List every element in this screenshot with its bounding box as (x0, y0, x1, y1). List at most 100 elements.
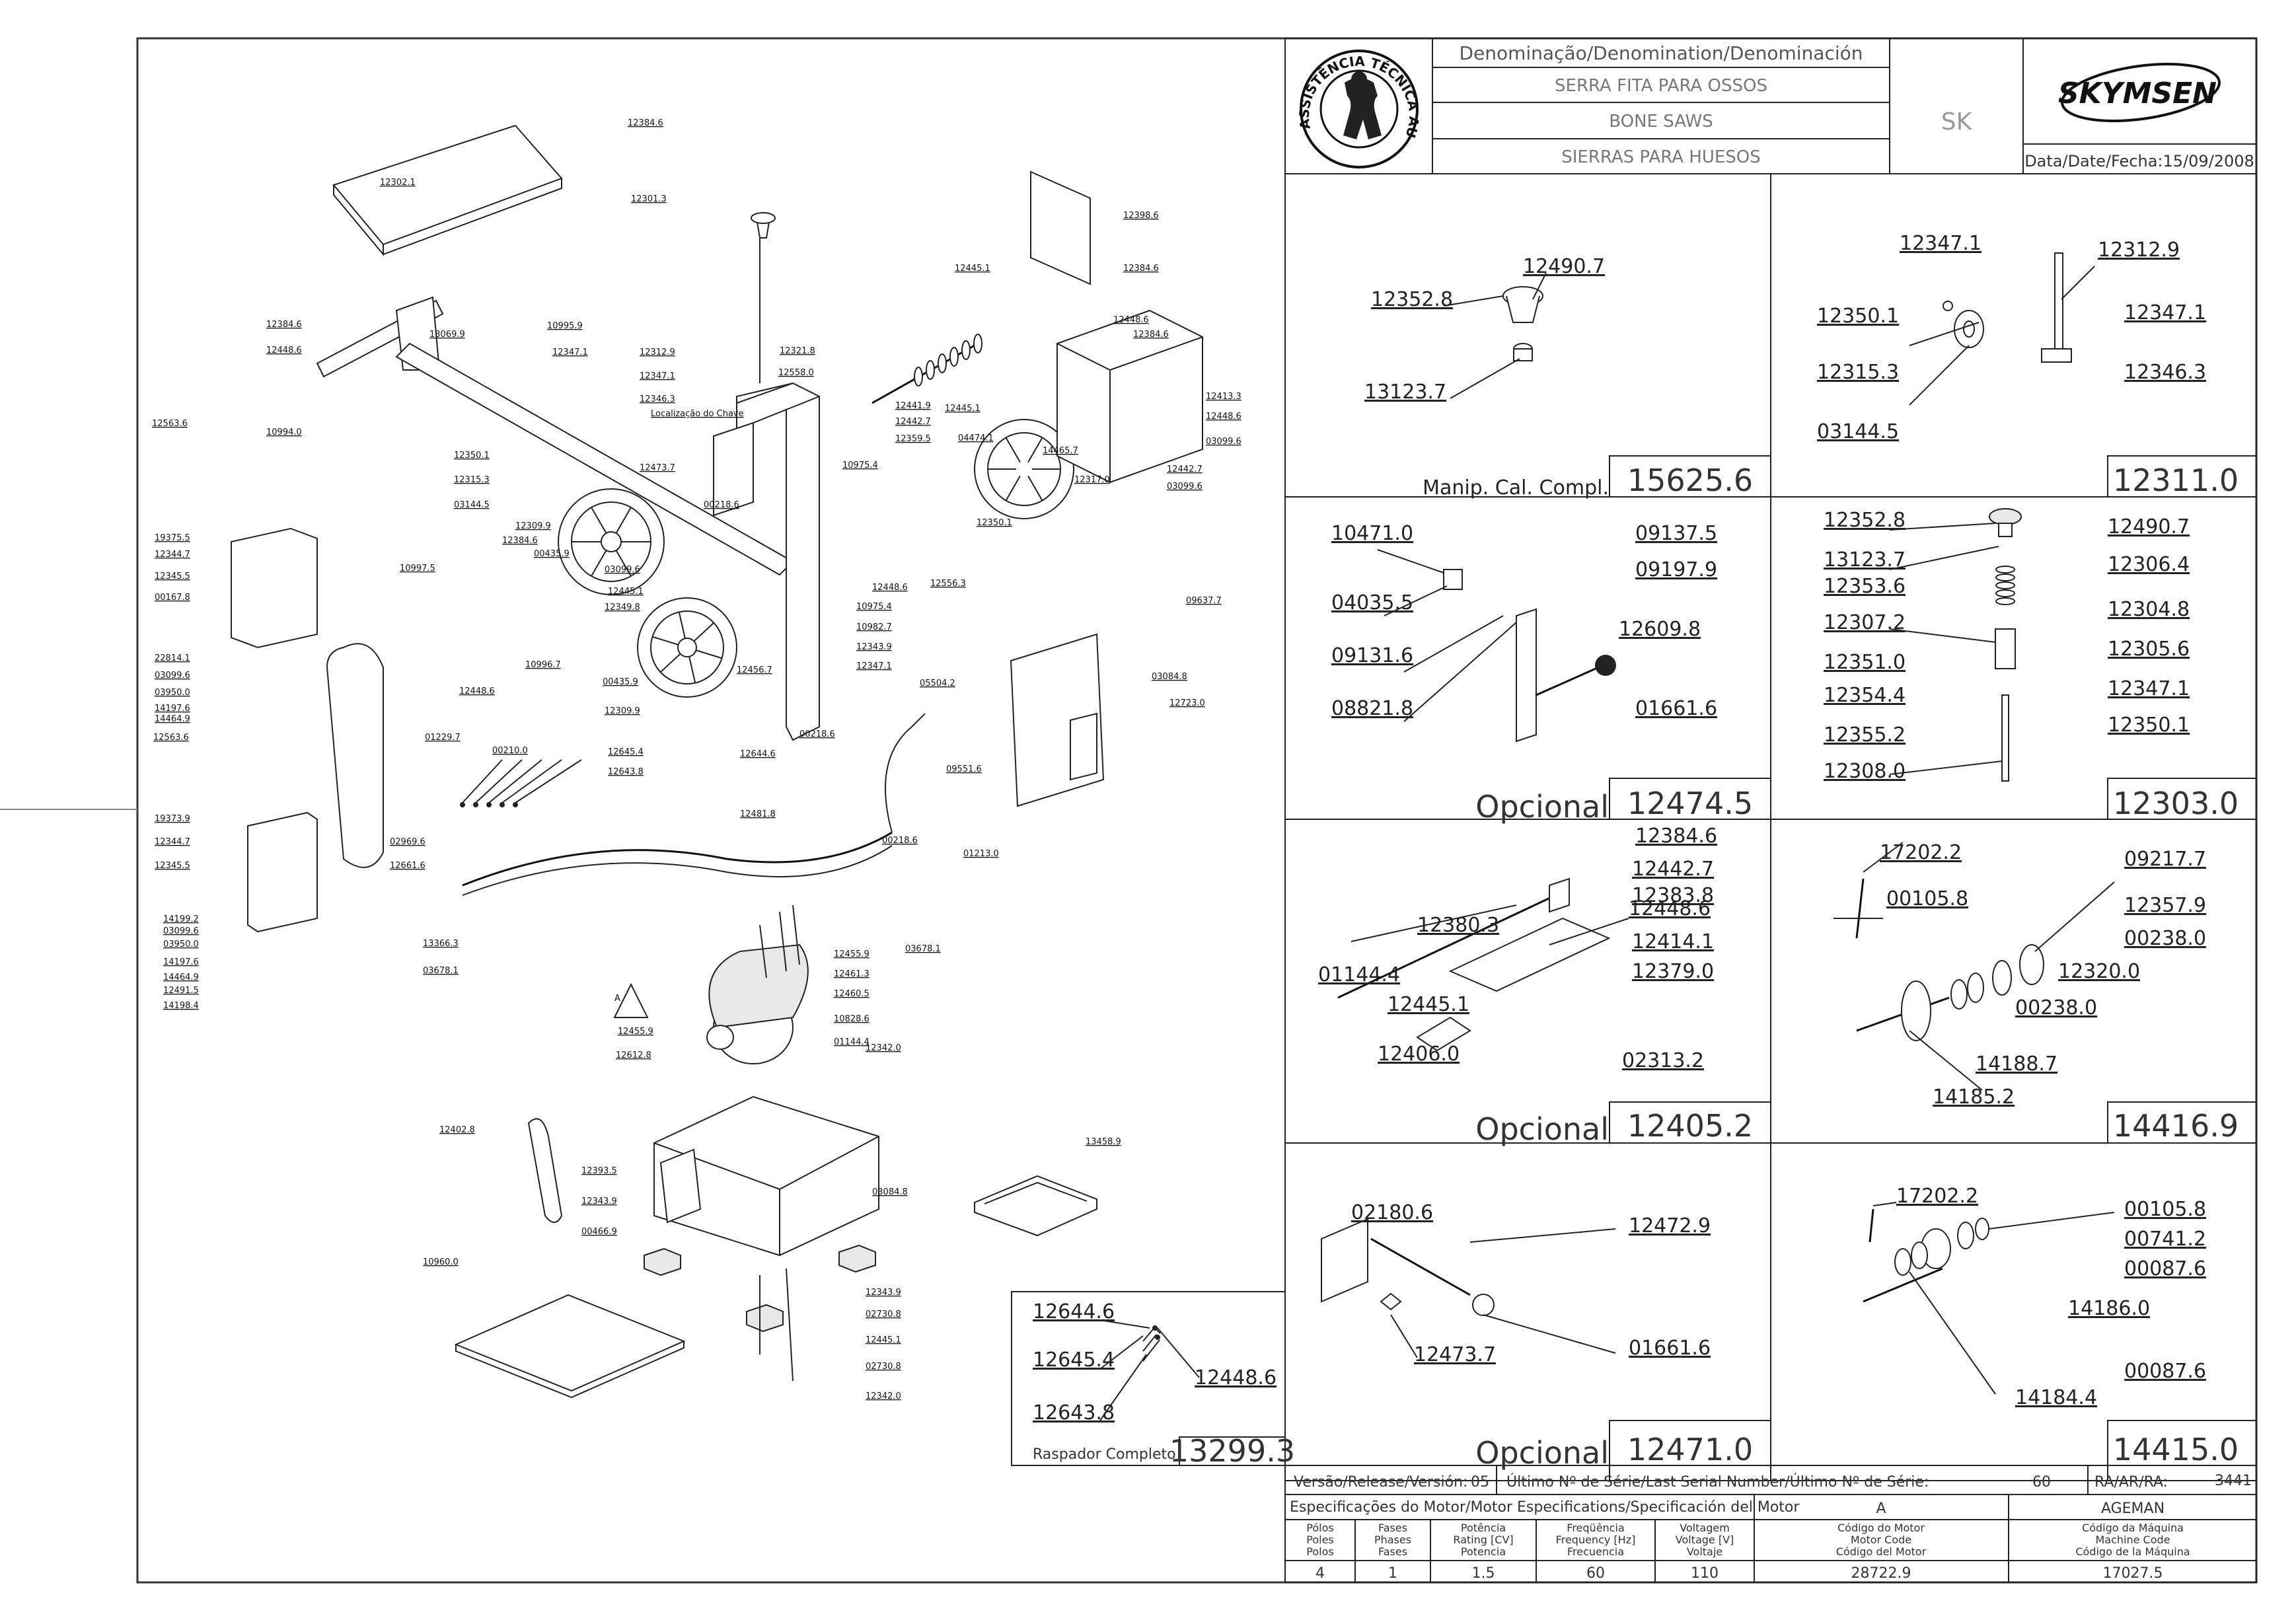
part-number-label: 03950.0 (155, 688, 190, 698)
detail-part-label: 12355.2 (1824, 723, 1906, 747)
title-block: ASSISTÊNCIA TÉCNICA AUTORIZADA Denominaç… (0, 0, 2257, 174)
footer-table (1284, 1465, 2257, 1583)
detail-part-label: 17202.2 (1880, 841, 1962, 864)
motor-spec-header: Freqüência (1567, 1522, 1624, 1534)
detail-part-label: 12353.6 (1824, 575, 1906, 598)
detail-part-label: 12351.0 (1824, 651, 1906, 674)
detail-code: 14416.9 (2113, 1108, 2239, 1144)
detail-part-label: 08821.8 (1331, 697, 1413, 720)
part-number-label: 10975.4 (842, 461, 878, 470)
detail-part-label: 13123.7 (1364, 381, 1446, 404)
part-number-label: 00435.9 (534, 549, 570, 559)
part-number-label: 02969.6 (390, 837, 426, 847)
detail-part-label: 00087.6 (2124, 1257, 2206, 1280)
part-number-label: 14464.9 (155, 714, 190, 724)
detail-part-label: 14188.7 (1976, 1052, 2057, 1076)
part-number-label: 12402.8 (439, 1125, 475, 1135)
part-number-label: 12344.7 (155, 550, 190, 560)
part-number-label: 12460.5 (834, 989, 870, 999)
release-value: 05 (1471, 1474, 1489, 1491)
part-number-label: 12445.1 (608, 587, 644, 597)
part-number-label: 10994.0 (266, 427, 302, 437)
detail-part-label: 01661.6 (1635, 697, 1717, 720)
motor-spec-value: 4 (1315, 1565, 1325, 1582)
part-number-label: 12321.8 (780, 346, 815, 356)
detail-part-label: 03144.5 (1817, 420, 1899, 443)
detail-part-label: 12383.8 (1632, 884, 1714, 907)
detail-part-label: 12445.1 (1388, 993, 1469, 1016)
detail-part-label: 12308.0 (1824, 760, 1906, 783)
part-number-label: 14198.4 (163, 1001, 199, 1011)
motor-spec-header: Polos (1306, 1545, 1333, 1558)
part-number-label: 14197.6 (155, 704, 190, 714)
part-number-label: 12445.1 (945, 404, 981, 414)
part-number-label: 10960.0 (423, 1257, 459, 1267)
detail-code: 12303.0 (2113, 786, 2239, 821)
detail-part-label: 12320.0 (2058, 960, 2140, 983)
detail-code: 15625.6 (1627, 462, 1753, 498)
part-number-label: 13458.9 (1086, 1137, 1121, 1147)
detail-part-label: 12379.0 (1632, 960, 1714, 983)
detail-part-label: 17202.2 (1896, 1185, 1978, 1208)
part-number-label: 12723.0 (1169, 698, 1205, 708)
part-number-label: 12448.6 (1113, 315, 1149, 325)
motor-spec-header: Poles (1306, 1533, 1334, 1546)
motor-spec-header: Potência (1461, 1522, 1506, 1534)
part-number-label: 10995.9 (547, 321, 583, 331)
part-number-label: 12342.0 (866, 1043, 901, 1053)
detail-part-label: 04035.5 (1331, 591, 1413, 614)
detail-part-label: 12350.1 (1817, 305, 1899, 328)
part-number-label: 12413.3 (1206, 392, 1241, 402)
part-number-label: 10975.4 (856, 602, 892, 612)
motor-spec-header: Código de la Máquina (2075, 1545, 2190, 1558)
detail-caption: Opcional (1475, 789, 1609, 825)
part-number-label: 12456.7 (737, 665, 772, 675)
part-number-label: 12661.6 (390, 861, 426, 871)
part-number-label: 12645.4 (608, 747, 644, 757)
detail-view-14415-0: 17202.200105.800741.200087.614186.000087… (1863, 1185, 2239, 1467)
part-number-label: 14199.2 (163, 914, 199, 924)
detail-part-label: 00105.8 (2124, 1198, 2206, 1221)
part-number-label: 13366.3 (423, 939, 459, 949)
part-number-label: 12345.5 (155, 572, 190, 581)
detail-part-label: 01661.6 (1629, 1337, 1711, 1360)
detail-part-label: 09137.5 (1635, 522, 1717, 545)
part-number-label: 12350.1 (454, 451, 490, 461)
machine-name: AGEMAN (2101, 1500, 2165, 1517)
detail-code: 12474.5 (1627, 786, 1753, 821)
motor-spec-header: Frequency [Hz] (1556, 1533, 1636, 1546)
seal-text: ASSISTÊNCIA TÉCNICA AUTORIZADA (0, 0, 1422, 140)
motor-spec-header: Machine Code (2095, 1533, 2170, 1546)
motor-spec-header: Voltagem (1680, 1522, 1730, 1534)
scraper-part-label: 12448.6 (1195, 1366, 1277, 1389)
part-number-label: 12491.5 (163, 986, 199, 996)
scraper-detail: Raspador Completo 13299.3 (1011, 1291, 1295, 1469)
model-code: SK (1941, 108, 1973, 135)
motor-spec-value: 17027.5 (2103, 1565, 2163, 1582)
part-number-label: 14464.9 (163, 973, 199, 982)
part-number-label: 12347.1 (640, 371, 675, 381)
detail-part-label: 14184.4 (2015, 1386, 2097, 1409)
part-number-label: 12342.0 (866, 1391, 901, 1401)
detail-part-label: 12350.1 (2108, 714, 2190, 737)
part-number-label: 04474.1 (958, 433, 994, 443)
detail-code: 12405.2 (1627, 1108, 1753, 1144)
motor-spec-value: 110 (1691, 1565, 1719, 1582)
detail-code: 14415.0 (2113, 1432, 2239, 1467)
part-number-label: 12309.9 (605, 706, 640, 716)
part-number-label: 19375.5 (155, 533, 190, 543)
detail-part-label: 12312.9 (2098, 239, 2180, 262)
detail-part-label: 12472.9 (1629, 1214, 1711, 1237)
part-number-label: 03099.6 (163, 926, 199, 936)
part-number-label: 03950.0 (163, 940, 199, 949)
motor-code-letter: A (1876, 1500, 1886, 1517)
part-number-label: 12384.6 (628, 118, 663, 128)
detail-part-label: 12448.6 (1629, 897, 1711, 920)
part-number-label: 12317.0 (1074, 475, 1110, 485)
part-number-label: 12481.8 (740, 809, 776, 819)
part-number-label: 12563.6 (153, 733, 189, 743)
main-exploded-view (231, 124, 1203, 1399)
part-number-label: 12347.1 (856, 661, 892, 671)
